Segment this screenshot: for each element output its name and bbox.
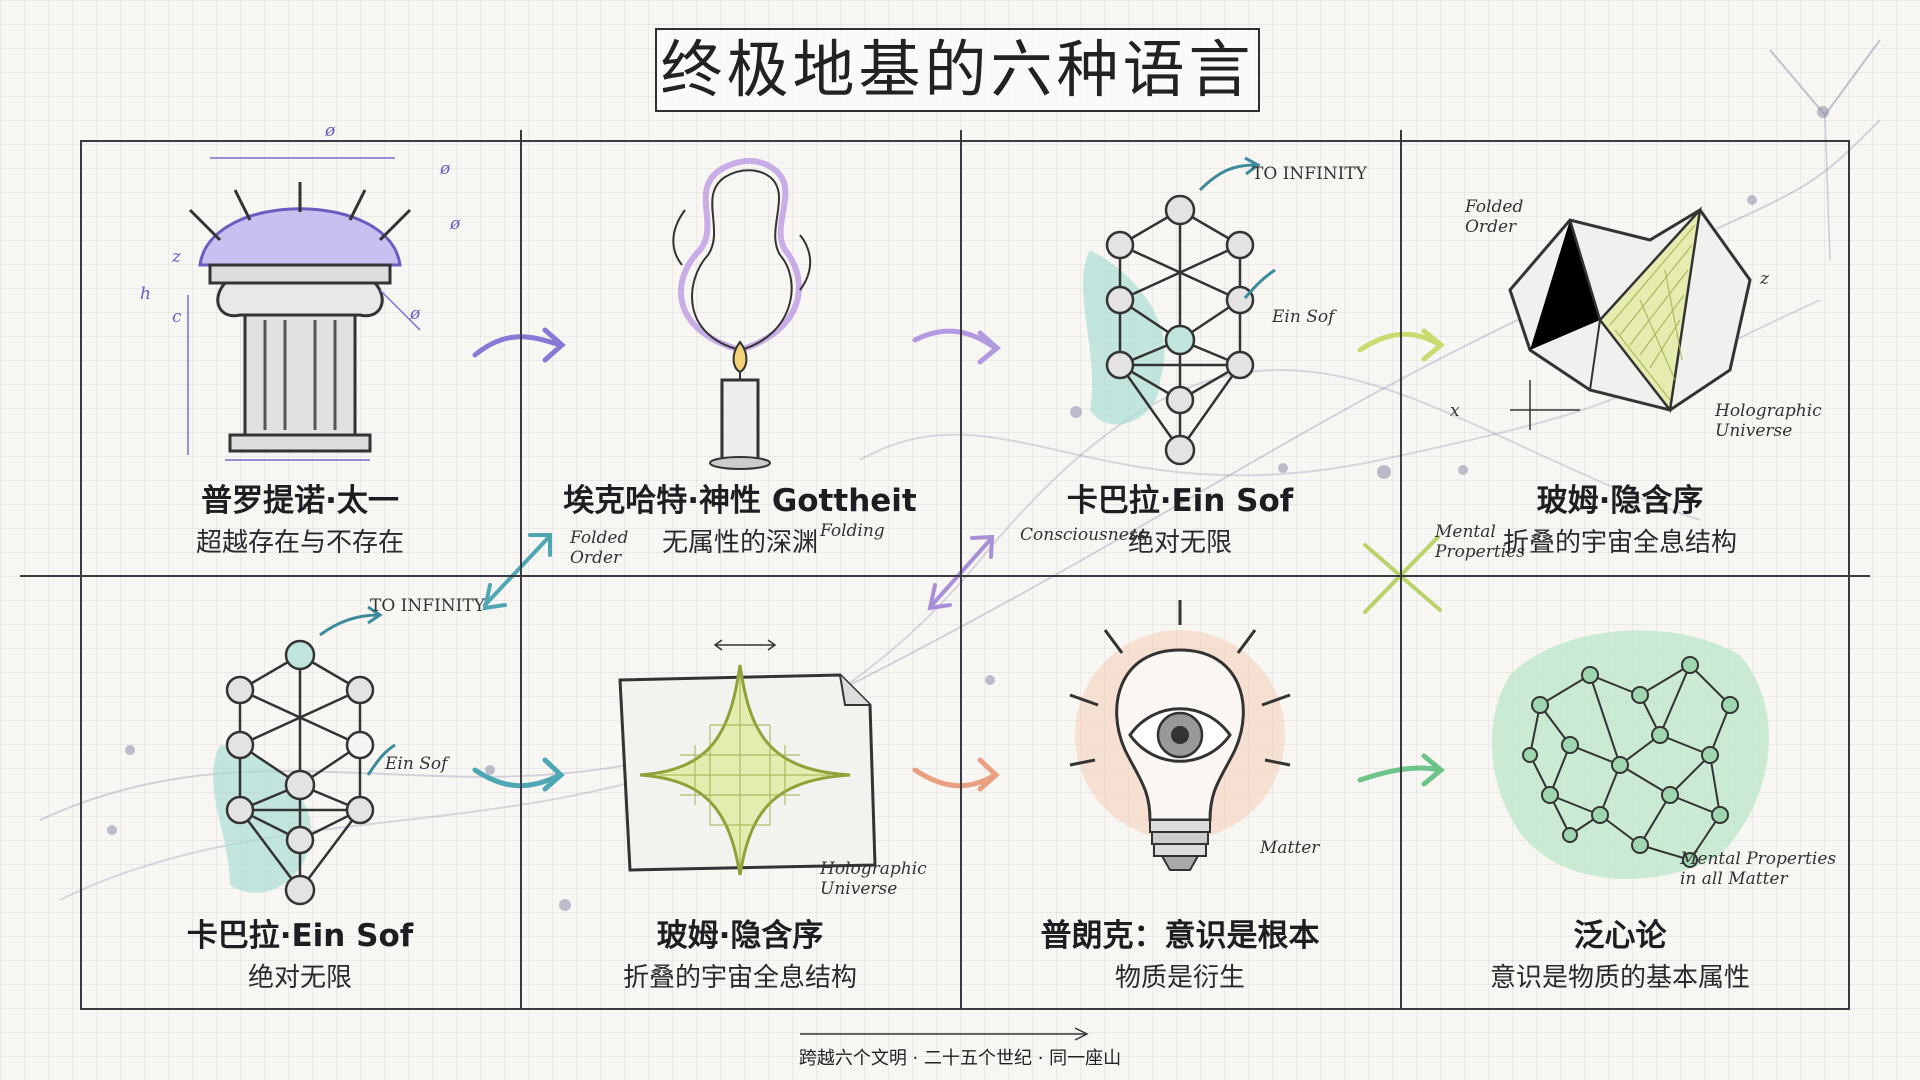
- grid-divider: [20, 575, 1870, 577]
- tree-of-life-icon: [1082, 156, 1276, 466]
- note-label: Holographic Universe: [1715, 401, 1822, 441]
- cell-kabbalah-bottom: TO INFINITY Ein Sof 卡巴拉·Ein Sof 绝对无限: [80, 575, 520, 1010]
- note-label: TO INFINITY: [1252, 164, 1367, 184]
- cell-subtitle: 超越存在与不存在: [195, 528, 404, 558]
- cell-bohm-bottom: Folded Order Folding Holographic Univers…: [520, 521, 960, 1010]
- note-symbol: ø: [325, 121, 336, 141]
- column-sketch-icon: [187, 157, 421, 461]
- cell-subtitle: 意识是物质的基本属性: [1489, 963, 1750, 993]
- lightbulb-eye-icon: [1069, 600, 1291, 871]
- cell-title: 泛心论: [1573, 918, 1667, 954]
- note-label: Matter: [1260, 838, 1320, 858]
- note-label: Ein Sof: [385, 754, 448, 774]
- note-symbol: ø: [440, 159, 451, 179]
- note-label: Consciousness: [1020, 525, 1147, 545]
- cell-kabbalah-top: TO INFINITY Ein Sof 卡巴拉·Ein Sof 绝对无限: [960, 140, 1400, 575]
- note-axis: x: [1450, 401, 1460, 421]
- candle-flame-icon: [672, 158, 812, 470]
- note-symbol: ø: [410, 304, 421, 324]
- cell-title: 玻姆·隐含序: [1536, 483, 1704, 519]
- crumpled-sheet-icon: [1508, 206, 1752, 430]
- note-symbol: z: [172, 247, 181, 267]
- note-label: Mental Properties: [1435, 522, 1525, 562]
- cell-panpsychism: Mental Properties Mental Properties in a…: [1400, 522, 1840, 1010]
- cell-plotinus: ø ø ø ø z c h 普罗提诺·太一 超越存在与不存在: [80, 121, 520, 575]
- cell-subtitle: 绝对无限: [1127, 528, 1232, 558]
- grid-divider: [960, 130, 962, 1010]
- note-label: Folding: [820, 521, 885, 541]
- note-symbol: ø: [450, 214, 461, 234]
- page-title: 终极地基的六种语言: [660, 33, 1255, 106]
- grid-divider: [1400, 130, 1402, 1010]
- cell-subtitle: 折叠的宇宙全息结构: [622, 963, 857, 993]
- cell-title: 普朗克：意识是根本: [1040, 918, 1320, 954]
- title-box: 终极地基的六种语言: [655, 28, 1260, 112]
- cell-eckhart: 埃克哈特·神性 Gottheit 无属性的深渊: [520, 140, 960, 575]
- footer-caption: 跨越六个文明 · 二十五个世纪 · 同一座山: [798, 1048, 1122, 1069]
- tree-of-life-icon: [213, 605, 396, 906]
- note-label: Ein Sof: [1272, 307, 1335, 327]
- cell-title: 普罗提诺·太一: [201, 483, 399, 519]
- cell-subtitle: 绝对无限: [247, 963, 352, 993]
- folded-wave-sheet-icon: [618, 639, 877, 876]
- note-label: Folded Order: [570, 528, 629, 568]
- note-symbol: c: [172, 307, 182, 327]
- cell-title: 埃克哈特·神性 Gottheit: [563, 483, 917, 519]
- note-label: TO INFINITY: [370, 596, 485, 616]
- note-label: Mental Properties in all Matter: [1680, 849, 1837, 889]
- grid-divider: [520, 130, 522, 1010]
- cell-subtitle: 折叠的宇宙全息结构: [1502, 528, 1737, 558]
- note-label: Folded Order: [1465, 197, 1524, 237]
- cell-title: 卡巴拉·Ein Sof: [186, 918, 414, 954]
- cell-bohm-top: Folded Order Holographic Universe x z 玻姆…: [1400, 140, 1840, 575]
- note-symbol: h: [140, 284, 151, 304]
- cell-subtitle: 无属性的深渊: [661, 528, 818, 558]
- network-graph-icon: [1491, 630, 1769, 879]
- cell-planck: Consciousness Matter 普朗克：意识是根本 物质是衍生: [960, 525, 1400, 1010]
- cell-subtitle: 物质是衍生: [1114, 963, 1245, 993]
- note-axis: z: [1760, 269, 1769, 289]
- cell-title: 玻姆·隐含序: [656, 918, 824, 954]
- cell-title: 卡巴拉·Ein Sof: [1066, 483, 1294, 519]
- note-label: Holographic Universe: [820, 859, 927, 899]
